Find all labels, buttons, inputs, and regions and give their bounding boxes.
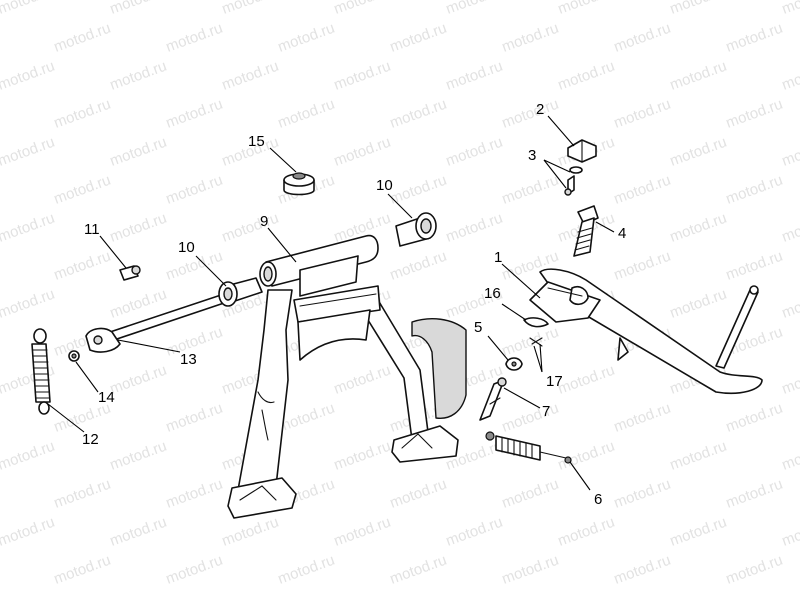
pivot-shaft bbox=[85, 291, 234, 353]
callout-14: 14 bbox=[98, 389, 115, 406]
callout-6: 6 bbox=[594, 491, 602, 508]
callout-11: 11 bbox=[84, 221, 100, 238]
side-stand bbox=[529, 268, 763, 395]
bushing-right bbox=[395, 212, 437, 247]
callout-10-right: 10 bbox=[376, 177, 393, 194]
small-nut bbox=[68, 350, 80, 362]
callout-2: 2 bbox=[536, 101, 544, 118]
hex-nut bbox=[567, 139, 597, 163]
bushing-left bbox=[218, 277, 263, 307]
callout-5: 5 bbox=[474, 319, 482, 336]
callout-3: 3 bbox=[528, 147, 536, 164]
callout-17: 17 bbox=[546, 373, 563, 390]
callout-9: 9 bbox=[260, 213, 268, 230]
circlip-5 bbox=[505, 357, 523, 371]
clip-16 bbox=[523, 317, 549, 328]
callout-7: 7 bbox=[542, 403, 550, 420]
callout-1: 1 bbox=[494, 249, 502, 266]
return-spring bbox=[31, 328, 51, 415]
grease-nipple bbox=[119, 265, 141, 281]
callout-13: 13 bbox=[180, 351, 197, 368]
callout-15: 15 bbox=[248, 133, 265, 150]
washer-bolt bbox=[564, 166, 583, 196]
callout-16: 16 bbox=[484, 285, 501, 302]
stand-spring bbox=[485, 431, 572, 464]
callout-10-left: 10 bbox=[178, 239, 195, 256]
stand-pin bbox=[479, 377, 507, 421]
pivot-bolt bbox=[573, 205, 599, 257]
center-stand bbox=[227, 234, 467, 519]
callout-4: 4 bbox=[618, 225, 626, 242]
callout-labels: 1 2 3 4 5 6 7 9 10 10 11 12 13 14 15 16 … bbox=[82, 101, 626, 508]
leader-lines bbox=[47, 115, 615, 491]
rubber-stopper bbox=[283, 172, 315, 196]
callout-12: 12 bbox=[82, 431, 99, 448]
